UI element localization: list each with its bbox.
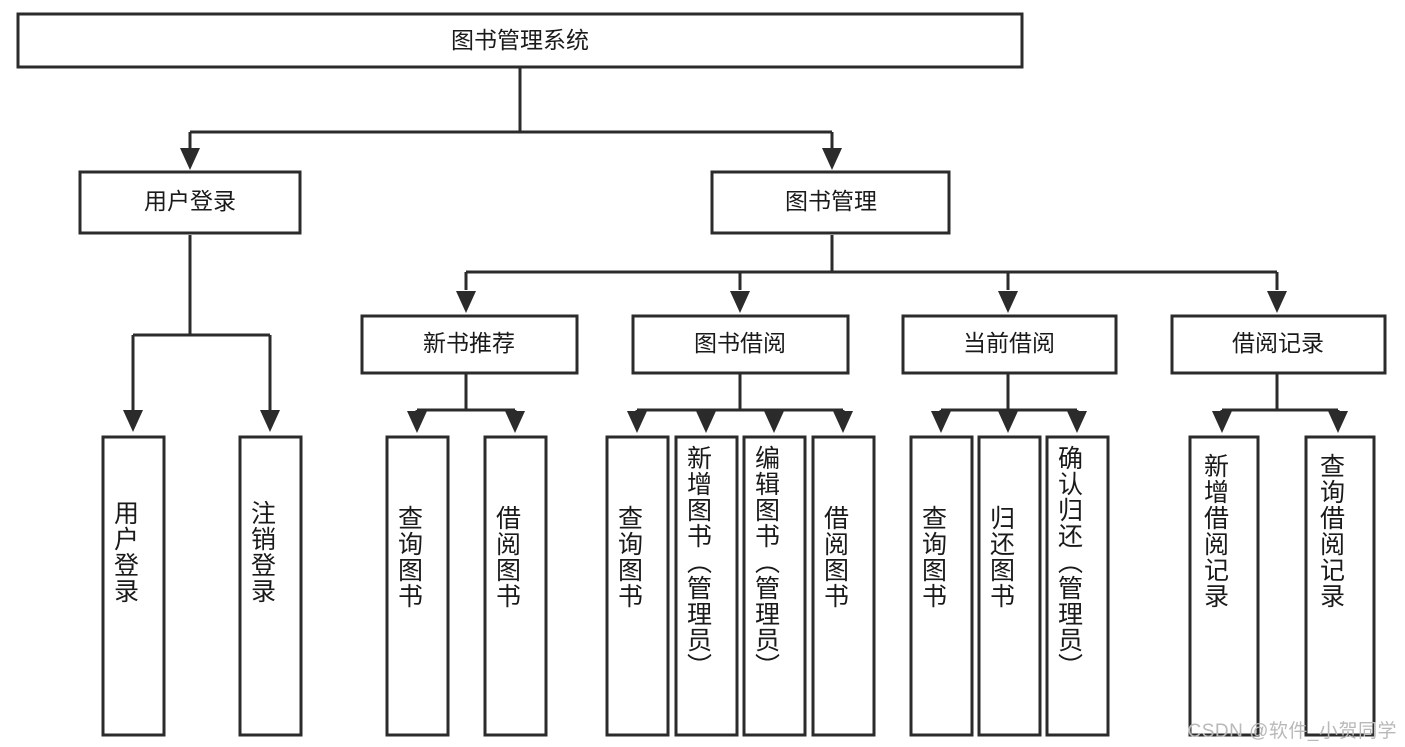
leaf-box-new-book-1[interactable] bbox=[385, 435, 450, 737]
arrowhead-leaf-current-borrow-1 bbox=[931, 411, 951, 433]
arrowhead-leaf-book-borrow-3 bbox=[764, 411, 784, 433]
arrowhead-book-borrow bbox=[730, 291, 750, 313]
node-user-login-label: 用户登录 bbox=[144, 188, 236, 214]
arrowhead-leaf-book-borrow-1 bbox=[627, 411, 647, 433]
leaf-box-book-borrow-3[interactable] bbox=[742, 435, 807, 737]
node-book-management[interactable]: 图书管理 bbox=[710, 170, 951, 235]
arrowhead-leaf-current-borrow-3 bbox=[1067, 411, 1087, 433]
connector-layer bbox=[123, 67, 1348, 433]
arrowhead-leaf-user-login-2 bbox=[260, 410, 280, 432]
node-root-book-management-system[interactable]: 图书管理系统 bbox=[16, 12, 1024, 69]
node-user-login-box[interactable] bbox=[78, 170, 302, 235]
leaf-box-user-login-1[interactable] bbox=[101, 435, 166, 737]
node-new-book-recommend[interactable]: 新书推荐 bbox=[360, 314, 579, 375]
arrowhead-leaf-book-borrow-4 bbox=[833, 411, 853, 433]
arrowhead-leaf-user-login-1 bbox=[123, 410, 143, 432]
node-new-book-recommend-box[interactable] bbox=[360, 314, 579, 375]
arrowhead-leaf-borrow-record-1 bbox=[1212, 411, 1232, 433]
node-book-management-box[interactable] bbox=[710, 170, 951, 235]
node-book-management-label: 图书管理 bbox=[785, 188, 877, 214]
leaf-box-book-borrow-2[interactable] bbox=[674, 435, 739, 737]
node-borrow-record[interactable]: 借阅记录 bbox=[1170, 314, 1387, 375]
node-current-borrow-box[interactable] bbox=[901, 314, 1118, 375]
arrowhead-current-borrow bbox=[998, 291, 1018, 313]
arrowhead-leaf-current-borrow-2 bbox=[998, 411, 1018, 433]
leaf-box-book-borrow-4[interactable] bbox=[811, 435, 876, 737]
leaf-box-current-borrow-3[interactable] bbox=[1045, 435, 1110, 737]
node-book-borrow-box[interactable] bbox=[631, 314, 850, 375]
node-root-label: 图书管理系统 bbox=[451, 27, 589, 53]
arrowhead-leaf-new-book-2 bbox=[505, 411, 525, 433]
node-book-borrow-label: 图书借阅 bbox=[694, 330, 786, 356]
leaf-box-current-borrow-1[interactable] bbox=[909, 435, 974, 737]
arrowhead-leaf-new-book-1 bbox=[407, 411, 427, 433]
node-new-book-recommend-label: 新书推荐 bbox=[423, 330, 515, 356]
arrowhead-user-login bbox=[180, 148, 200, 170]
node-borrow-record-box[interactable] bbox=[1170, 314, 1387, 375]
arrowhead-book-manage bbox=[822, 148, 842, 170]
node-current-borrow-label: 当前借阅 bbox=[963, 330, 1055, 356]
leaf-box-borrow-record-1[interactable] bbox=[1188, 435, 1260, 737]
node-book-borrow[interactable]: 图书借阅 bbox=[631, 314, 850, 375]
node-borrow-record-label: 借阅记录 bbox=[1232, 330, 1324, 356]
leaf-box-layer bbox=[101, 435, 1376, 737]
node-user-login[interactable]: 用户登录 bbox=[78, 170, 302, 235]
leaf-box-book-borrow-1[interactable] bbox=[605, 435, 670, 737]
leaf-box-borrow-record-2[interactable] bbox=[1304, 435, 1376, 737]
arrowhead-leaf-borrow-record-2 bbox=[1328, 411, 1348, 433]
leaf-box-user-login-2[interactable] bbox=[238, 435, 303, 737]
arrowhead-leaf-book-borrow-2 bbox=[696, 411, 716, 433]
csdn-watermark: CSDN @软件_小贺同学 bbox=[1187, 721, 1397, 742]
leaf-box-new-book-2[interactable] bbox=[483, 435, 548, 737]
node-current-borrow[interactable]: 当前借阅 bbox=[901, 314, 1118, 375]
node-root-box[interactable] bbox=[16, 12, 1024, 69]
arrowhead-new-book bbox=[456, 291, 476, 313]
arrowhead-borrow-record bbox=[1267, 291, 1287, 313]
leaf-box-current-borrow-2[interactable] bbox=[977, 435, 1042, 737]
